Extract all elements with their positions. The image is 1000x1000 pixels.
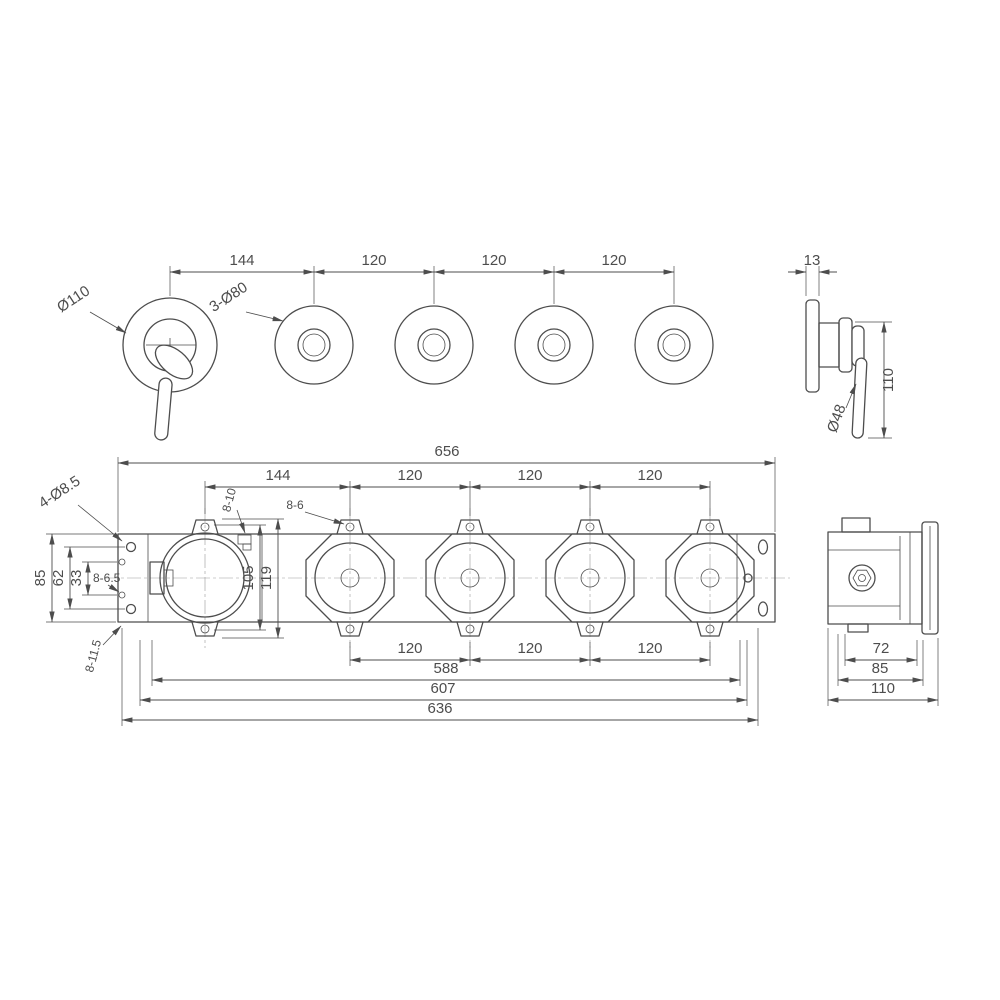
- label-3-dia80: 3-Ø80: [206, 279, 250, 316]
- plan-view: 656 144 120 120 120 8-10 8-6 4-Ø8.5 85 6…: [32, 443, 790, 726]
- front-side-view: 13 110 Ø48: [788, 252, 897, 439]
- mixer-trim: [122, 297, 218, 441]
- side-trim-profile: [805, 299, 868, 439]
- dim-label-120-front-1: 120: [361, 252, 386, 269]
- dim-label-13: 13: [804, 252, 821, 269]
- dim-label-33: 33: [68, 570, 85, 587]
- dim-label-119: 119: [258, 566, 275, 590]
- dim-label-110-bottom: 110: [871, 680, 895, 697]
- handle-trim-1: [274, 305, 354, 385]
- dim-label-120-bottom-1: 120: [397, 640, 422, 657]
- dim-label-120-plan-1: 120: [397, 467, 422, 484]
- handle-trim-3: [514, 305, 594, 385]
- dim-label-120-plan-2: 120: [517, 467, 542, 484]
- dim-label-120-bottom-3: 120: [637, 640, 662, 657]
- label-8-11-5: 8-11.5: [82, 638, 104, 674]
- label-dia110: Ø110: [54, 282, 93, 316]
- front-view: 144 120 120 120 Ø110 3-Ø80: [54, 252, 714, 441]
- dim-label-120-front-3: 120: [601, 252, 626, 269]
- dim-label-636: 636: [427, 700, 452, 717]
- valve-housing-profile: [827, 517, 939, 635]
- dim-label-144-front: 144: [229, 252, 254, 269]
- label-8-6: 8-6: [286, 498, 304, 512]
- label-8-6-5: 8-6.5: [93, 571, 121, 585]
- dim-label-607: 607: [430, 680, 455, 697]
- dim-label-72: 72: [873, 640, 890, 657]
- label-dia48: Ø48: [824, 402, 850, 434]
- mixer-valve-body: [149, 519, 252, 637]
- dim-label-120-front-2: 120: [481, 252, 506, 269]
- mounting-bracket: [117, 533, 776, 623]
- dim-label-656: 656: [434, 443, 459, 460]
- dim-label-588: 588: [433, 660, 458, 677]
- plan-side-view: 72 85 110: [827, 517, 939, 706]
- handle-trim-2: [394, 305, 474, 385]
- label-4-dia8-5: 4-Ø8.5: [36, 473, 84, 512]
- dim-label-120-plan-3: 120: [637, 467, 662, 484]
- dim-label-85-side: 85: [872, 660, 889, 677]
- label-8-10: 8-10: [219, 486, 239, 513]
- dim-label-105: 105: [240, 565, 257, 590]
- dim-label-120-bottom-2: 120: [517, 640, 542, 657]
- dim-label-110-side: 110: [880, 368, 897, 392]
- dim-label-85-plan: 85: [32, 570, 49, 587]
- handle-trim-4: [634, 305, 714, 385]
- dim-label-62: 62: [50, 570, 67, 587]
- dim-label-144-plan: 144: [265, 467, 290, 484]
